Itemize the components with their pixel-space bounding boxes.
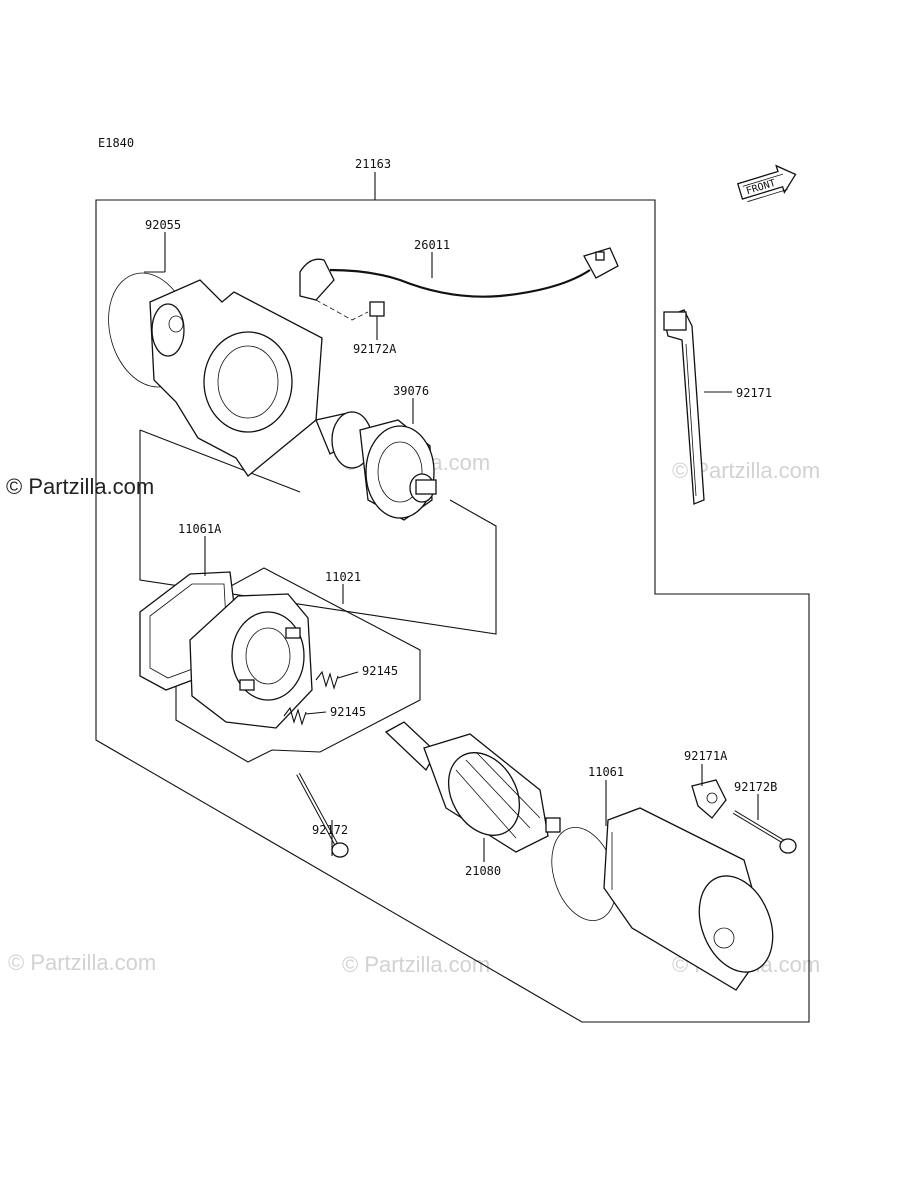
part-label-92171: 92171 (736, 386, 772, 400)
brush-holder-11021 (189, 593, 313, 729)
assembly-outline (95, 172, 810, 1023)
clutch-group-outline (139, 430, 497, 635)
spring-92145-lower (283, 706, 307, 726)
bolt-92172A (369, 301, 385, 334)
watermark-text: © Partzilla.com (8, 950, 156, 975)
part-label-26011: 26011 (414, 238, 450, 252)
front-cover-housing (108, 272, 323, 477)
part-label-92172: 92172 (312, 823, 348, 837)
band-92171 (663, 309, 705, 505)
part-label-21163: 21163 (355, 157, 391, 171)
diagram-code: E1840 (98, 136, 134, 150)
part-label-11061A: 11061A (178, 522, 222, 536)
part-label-92171A: 92171A (684, 749, 728, 763)
yoke-11061 (551, 807, 774, 991)
clutch-group-outline-top (139, 429, 301, 493)
watermark-text: © Partzilla.com (342, 952, 490, 977)
watermark-text-dark: © Partzilla.com (6, 474, 154, 499)
part-label-11021: 11021 (325, 570, 361, 584)
armature-21080 (384, 721, 561, 853)
brush-holder-group-outline (175, 567, 421, 763)
part-label-92145-upper: 92145 (362, 664, 398, 678)
part-label-39076: 39076 (393, 384, 429, 398)
bolt-92172 (296, 773, 349, 858)
part-labels: 21163 92055 26011 92172A 39076 92171 110… (145, 157, 777, 878)
clamp-92171A (691, 779, 727, 819)
part-label-92055: 92055 (145, 218, 181, 232)
bolt-92172B (732, 810, 797, 854)
spring-92145-upper (315, 670, 339, 690)
part-label-21080: 21080 (465, 864, 501, 878)
front-arrow-icon: FRONT (736, 164, 797, 203)
part-label-92172B: 92172B (734, 780, 777, 794)
leader-lines (144, 232, 759, 862)
part-label-92145-lower: 92145 (330, 705, 366, 719)
part-label-11061: 11061 (588, 765, 624, 779)
part-label-92172A: 92172A (353, 342, 397, 356)
lead-26011 (299, 247, 619, 321)
starter-clutch-39076 (315, 411, 437, 521)
